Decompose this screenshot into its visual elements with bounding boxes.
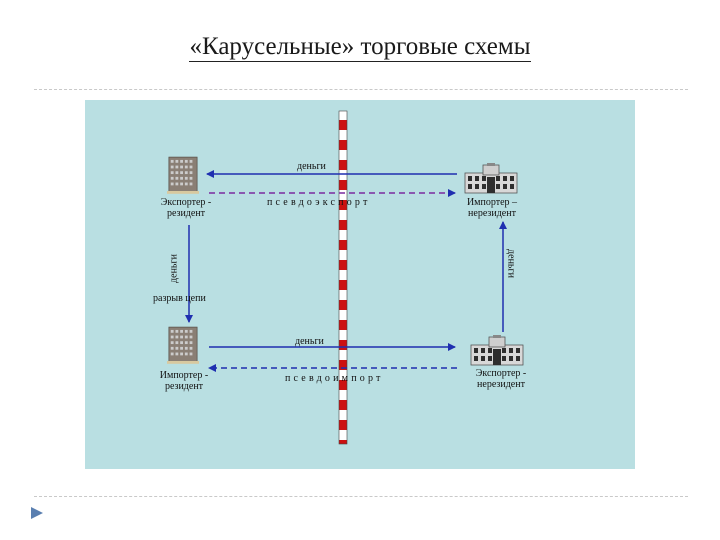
label-money-right: деньги — [505, 249, 517, 278]
label-money-top: деньги — [297, 161, 326, 172]
border-pole — [338, 110, 348, 445]
node-exporter-resident-top: Экспортер - резидент — [147, 197, 225, 219]
government-building-icon — [464, 163, 518, 194]
slide-title-text: «Карусельные» торговые схемы — [189, 33, 531, 62]
bottom-divider — [34, 496, 688, 497]
label-pseudo-export: псевдоэкспорт — [267, 197, 371, 208]
label-chain-break: разрыв цепи — [153, 293, 206, 304]
node-label: Экспортер - нерезидент — [475, 368, 527, 390]
government-building-icon — [470, 335, 524, 366]
label-pseudo-import: псевдоимпорт — [285, 373, 384, 384]
label-money-bottom: деньги — [295, 336, 324, 347]
label-money-left: деньги — [168, 254, 180, 283]
top-divider — [34, 89, 688, 90]
office-building-icon — [167, 156, 199, 194]
diagram-canvas — [167, 110, 524, 445]
office-building-icon — [167, 326, 199, 364]
diagram-panel: Экспортер - резидент Импортер – нерезиде… — [85, 100, 635, 469]
slide-title: «Карусельные» торговые схемы — [0, 33, 720, 62]
node-importer-nonresident-top: Импортер – нерезидент — [453, 197, 531, 219]
triangle-bullet-icon — [30, 506, 44, 525]
node-exporter-nonresident-bottom: Экспортер - нерезидент — [459, 368, 543, 390]
node-label: Импортер - резидент — [159, 370, 209, 392]
node-label: Экспортер - резидент — [160, 197, 212, 219]
node-label: Импортер – нерезидент — [466, 197, 518, 219]
node-importer-resident-bottom: Импортер - резидент — [145, 370, 223, 392]
